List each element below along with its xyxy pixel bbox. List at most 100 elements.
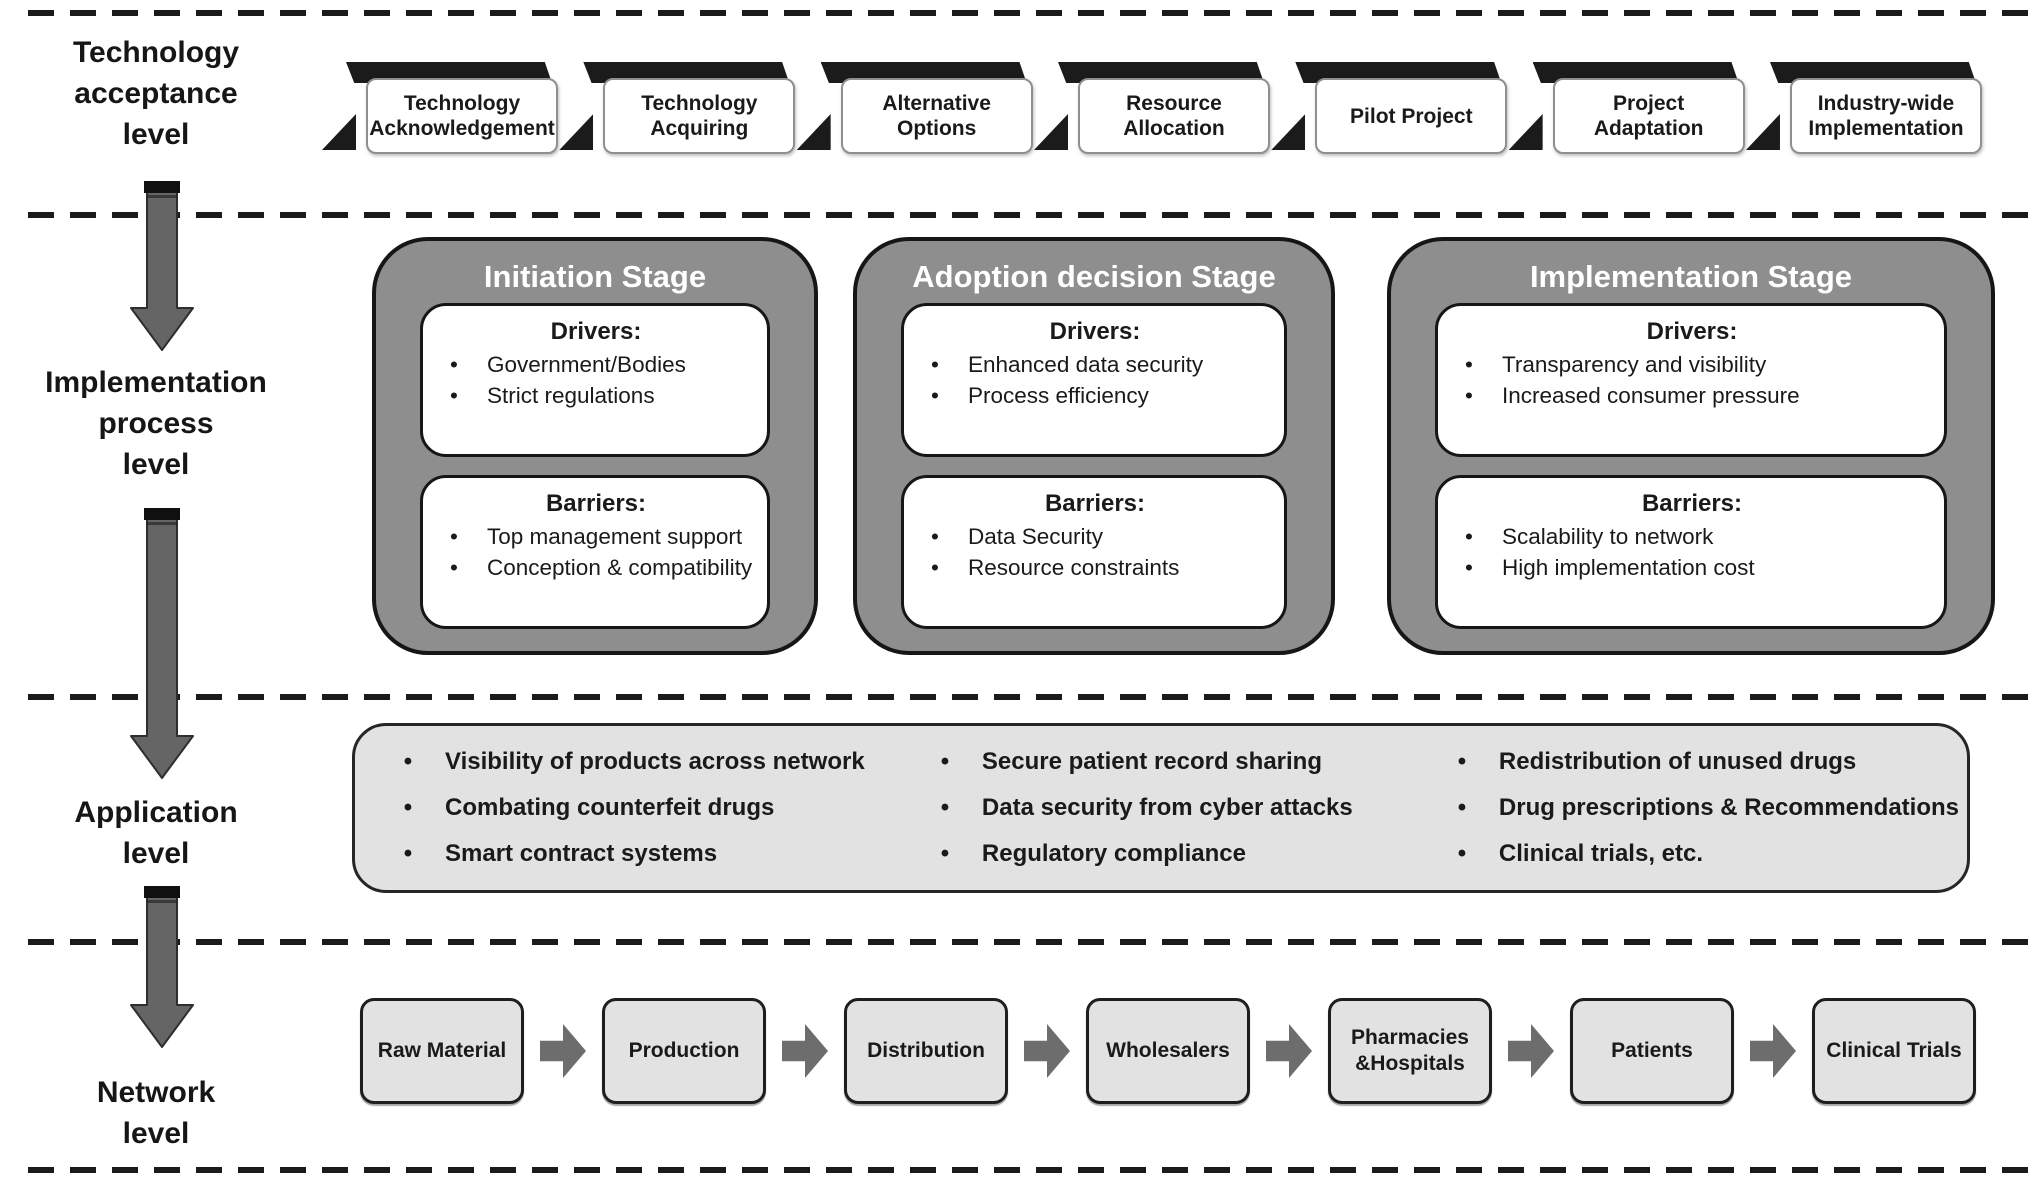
driver-item: Enhanced data security [918, 349, 1272, 380]
level-label-network: Network level [96, 1076, 216, 1150]
step-label: Project Adaptation [1552, 78, 1745, 154]
barrier-item-text: Scalability to network [1502, 524, 1714, 549]
step-banner-shape [1769, 62, 1976, 83]
drivers-card: Drivers: Government/Bodies Strict regula… [420, 303, 770, 457]
application-column-2: Secure patient record sharing Data secur… [938, 744, 1435, 872]
barrier-item-text: High implementation cost [1502, 555, 1755, 580]
step-arrow-triangle-icon [796, 114, 831, 150]
application-item: Secure patient record sharing [938, 748, 1435, 776]
step-label: Pilot Project [1315, 78, 1508, 154]
level-label-technology-acceptance: Technology acceptance level [72, 36, 240, 151]
bullet-icon [401, 794, 415, 822]
driver-item: Government/Bodies [437, 349, 755, 380]
bullet-icon [445, 521, 463, 552]
drivers-heading: Drivers: [1049, 318, 1141, 345]
bullet-icon [445, 349, 463, 380]
stage-initiation: Initiation Stage Drivers: Government/Bod… [372, 237, 818, 655]
barrier-item: Conception & compatibility [437, 552, 755, 583]
bullet-icon [1455, 840, 1469, 868]
application-item-text: Drug prescriptions & Recommendations [1498, 794, 1959, 821]
barrier-item-text: Conception & compatibility [487, 555, 753, 580]
level-label-implementation-process: Implementation process level [45, 366, 267, 481]
down-arrow-icon-1 [130, 181, 194, 357]
bullet-icon [926, 380, 944, 411]
bullet-icon [401, 748, 415, 776]
driver-item: Process efficiency [918, 380, 1272, 411]
driver-item-text: Strict regulations [487, 383, 655, 408]
application-item-text: Smart contract systems [445, 840, 718, 867]
application-item: Redistribution of unused drugs [1455, 748, 1959, 776]
driver-item: Strict regulations [437, 380, 755, 411]
stage-title: Implementation Stage [1529, 259, 1853, 294]
bullet-icon [1460, 521, 1478, 552]
step-banner-shape [583, 62, 790, 83]
step-banner-shape [820, 62, 1027, 83]
bullet-icon [401, 840, 415, 868]
application-item: Drug prescriptions & Recommendations [1455, 794, 1959, 822]
bullet-icon [1460, 380, 1478, 411]
network-node-raw-material: Raw Material [360, 998, 524, 1104]
barriers-card: Barriers: Scalability to network High im… [1435, 475, 1947, 629]
bullet-icon [926, 349, 944, 380]
drivers-heading: Drivers: [1646, 318, 1738, 345]
down-arrow-icon-3 [130, 886, 194, 1054]
application-item: Regulatory compliance [938, 840, 1435, 868]
bullet-icon [938, 840, 952, 868]
barrier-item-text: Resource constraints [968, 555, 1180, 580]
bullet-icon [938, 794, 952, 822]
step-arrow-triangle-icon [559, 114, 594, 150]
application-item-text: Combating counterfeit drugs [445, 794, 775, 821]
application-item-text: Clinical trials, etc. [1498, 840, 1704, 867]
barrier-item: High implementation cost [1452, 552, 1932, 583]
application-column-1: Visibility of products across network Co… [401, 744, 918, 872]
network-row: Raw Material Production Distribution Who… [360, 996, 1976, 1106]
application-item-text: Regulatory compliance [981, 840, 1246, 867]
network-node-distribution: Distribution [844, 998, 1008, 1104]
barrier-item: Scalability to network [1452, 521, 1932, 552]
network-node-clinical-trials: Clinical Trials [1812, 998, 1976, 1104]
driver-item-text: Process efficiency [968, 383, 1149, 408]
barriers-heading: Barriers: [1641, 490, 1743, 517]
stage-implementation: Implementation Stage Drivers: Transparen… [1387, 237, 1995, 655]
level-label-application: Application level [74, 796, 238, 870]
step-arrow-triangle-icon [1033, 114, 1068, 150]
drivers-heading: Drivers: [550, 318, 642, 345]
bullet-icon [1455, 794, 1469, 822]
application-item-text: Data security from cyber attacks [981, 794, 1353, 821]
step-arrow-triangle-icon [322, 114, 356, 150]
acceptance-steps-row: Technology Acknowledgement Technology Ac… [322, 62, 1982, 158]
level-separator-1 [28, 10, 2036, 16]
barrier-item: Data Security [918, 521, 1272, 552]
network-node-pharmacies-hospitals: Pharmacies &Hospitals [1328, 998, 1492, 1104]
step-arrow-triangle-icon [1745, 114, 1780, 150]
barrier-item-text: Data Security [968, 524, 1104, 549]
network-node-patients: Patients [1570, 998, 1734, 1104]
acceptance-step-alternative-options: Alternative Options [796, 62, 1033, 158]
application-item: Clinical trials, etc. [1455, 840, 1959, 868]
barriers-heading: Barriers: [545, 490, 647, 517]
bullet-icon [938, 748, 952, 776]
barrier-item-text: Top management support [487, 524, 743, 549]
network-node-wholesalers: Wholesalers [1086, 998, 1250, 1104]
step-arrow-triangle-icon [1271, 114, 1306, 150]
bullet-icon [926, 521, 944, 552]
application-column-3: Redistribution of unused drugs Drug pres… [1455, 744, 1959, 872]
barriers-card: Barriers: Top management support Concept… [420, 475, 770, 629]
acceptance-step-resource-allocation: Resource Allocation [1033, 62, 1270, 158]
right-arrow-icon [540, 1024, 586, 1078]
acceptance-step-technology-acknowledgement: Technology Acknowledgement [322, 62, 558, 158]
bullet-icon [445, 552, 463, 583]
step-label: Technology Acquiring [603, 78, 796, 154]
bullet-icon [1460, 349, 1478, 380]
level-separator-2 [28, 212, 2036, 218]
right-arrow-icon [1266, 1024, 1312, 1078]
level-separator-4 [28, 939, 2036, 945]
step-label: Resource Allocation [1077, 78, 1270, 154]
driver-item-text: Government/Bodies [487, 352, 686, 377]
stage-title: Initiation Stage [483, 259, 707, 294]
driver-item-text: Increased consumer pressure [1502, 383, 1800, 408]
application-item-text: Visibility of products across network [445, 748, 865, 775]
level-separator-3 [28, 694, 2036, 700]
driver-item-text: Enhanced data security [968, 352, 1204, 377]
right-arrow-icon [1024, 1024, 1070, 1078]
